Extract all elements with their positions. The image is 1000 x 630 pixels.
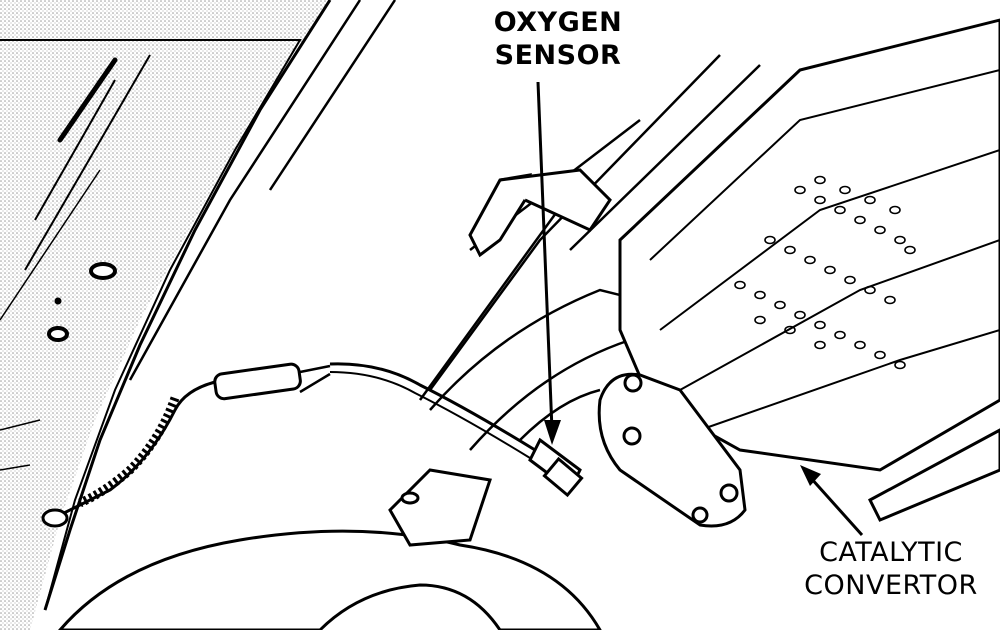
oxygen-sensor-label-line2: SENSOR <box>494 40 622 71</box>
convertor-flange <box>597 372 747 528</box>
lower-components <box>58 468 602 630</box>
oxygen-sensor-label: OXYGEN SENSOR <box>468 6 648 72</box>
body-panel <box>0 0 332 630</box>
heat-shield-bracket <box>468 168 612 258</box>
oxygen-sensor-label-line1: OXYGEN <box>493 7 623 38</box>
oxygen-sensor-arrow <box>536 81 561 445</box>
exhaust-pipe <box>429 288 641 451</box>
catalytic-convertor-arrow <box>800 465 864 537</box>
flange-bolt-icon <box>622 373 739 524</box>
right-bracket <box>868 428 1000 522</box>
catalytic-convertor <box>618 18 1000 472</box>
frame-rails <box>128 0 761 401</box>
catalytic-convertor-label-line2: CONVERTOR <box>804 570 978 601</box>
catalytic-convertor-label-line1: CATALYTIC <box>819 537 963 568</box>
oxygen-sensor-assembly <box>41 362 584 528</box>
catalytic-convertor-label: CATALYTIC CONVERTOR <box>782 536 1000 602</box>
